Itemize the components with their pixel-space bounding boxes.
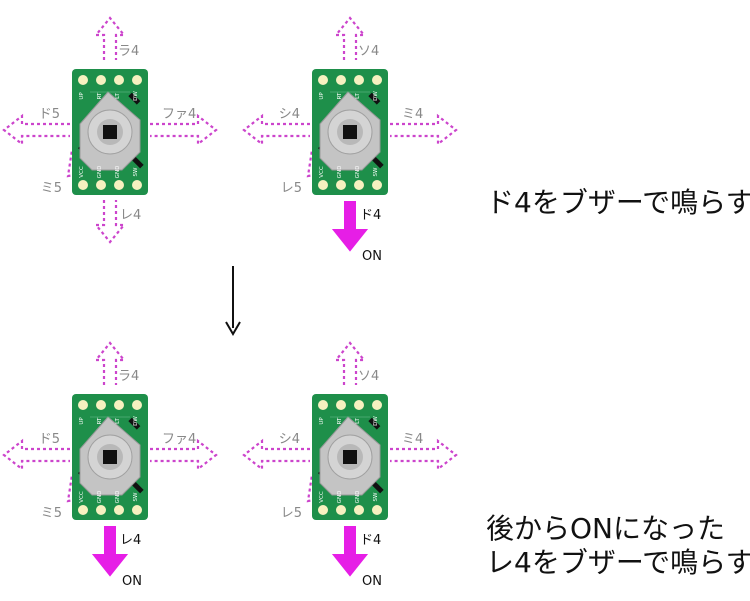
pin-label-bottom: GND [115,166,121,179]
note-label-down: ド4 [360,208,381,223]
note-label-diag: ミ5 [41,181,62,196]
note-label-up: ソ4 [358,44,379,59]
note-label-right: ファ4 [162,107,196,122]
pin-label-bottom: VCC [79,166,85,178]
arrow-left-dashed [2,114,72,146]
pin-label-bottom: SW [133,167,139,176]
on-label: ON [122,574,142,589]
note-label-right: ファ4 [162,432,196,447]
pin-label-bottom: SW [373,167,379,176]
step-arrow [225,266,241,336]
note-label-diag: レ5 [281,506,302,521]
pin-label-bottom: GND [337,166,343,179]
note-label-left: ド5 [39,107,60,122]
pin-label-top: RT [97,417,103,424]
pin-label-bottom: VCC [79,491,85,503]
joystick-module: UP RT LT DW VCC GND GND SW ラ4 ド5 ファ4 ミ5 レ4 [2,16,218,244]
pin-label-bottom: VCC [319,491,325,503]
note-label-left: ド5 [39,432,60,447]
pin-label-top: RT [337,417,343,424]
note-label-diag: レ5 [281,181,302,196]
caption-step2-line1: 後からONになった [486,512,725,545]
pin-label-top: UP [319,417,325,425]
note-label-diag: ミ5 [41,506,62,521]
arrow-left-dashed [242,439,312,471]
note-label-down: レ4 [120,208,141,223]
pin-label-top: DW [133,91,139,101]
on-label: ON [362,574,382,589]
note-label-up: ソ4 [358,369,379,384]
note-label-up: ラ4 [118,44,139,59]
arrow-left-dashed [2,439,72,471]
note-label-right: ミ4 [402,432,423,447]
caption-step2-line2: レ4をブザーで鳴らす [486,546,750,579]
pin-label-top: DW [373,416,379,426]
pin-label-bottom: SW [133,492,139,501]
pin-label-top: DW [133,416,139,426]
note-label-right: ミ4 [402,107,423,122]
pin-label-top: LT [355,93,361,99]
pin-label-bottom: GND [355,166,361,179]
pin-label-top: UP [79,92,85,100]
pin-label-bottom: GND [337,491,343,504]
pin-label-top: DW [373,91,379,101]
pin-label-bottom: SW [373,492,379,501]
note-label-down: レ4 [120,533,141,548]
pin-label-top: LT [115,93,121,99]
pin-label-top: RT [97,92,103,99]
pin-label-bottom: GND [97,491,103,504]
pin-label-bottom: VCC [319,166,325,178]
arrow-left-dashed [242,114,312,146]
note-label-left: シ4 [279,107,300,122]
caption-step1: ド4をブザーで鳴らす [486,186,750,219]
pin-label-bottom: GND [115,491,121,504]
pin-label-top: LT [355,418,361,424]
pin-label-top: LT [115,418,121,424]
on-label: ON [362,249,382,264]
pin-label-top: RT [337,92,343,99]
note-label-up: ラ4 [118,369,139,384]
note-label-left: シ4 [279,432,300,447]
pin-label-bottom: GND [97,166,103,179]
note-label-down: ド4 [360,533,381,548]
pin-label-top: UP [79,417,85,425]
pin-label-bottom: GND [355,491,361,504]
pin-label-top: UP [319,92,325,100]
